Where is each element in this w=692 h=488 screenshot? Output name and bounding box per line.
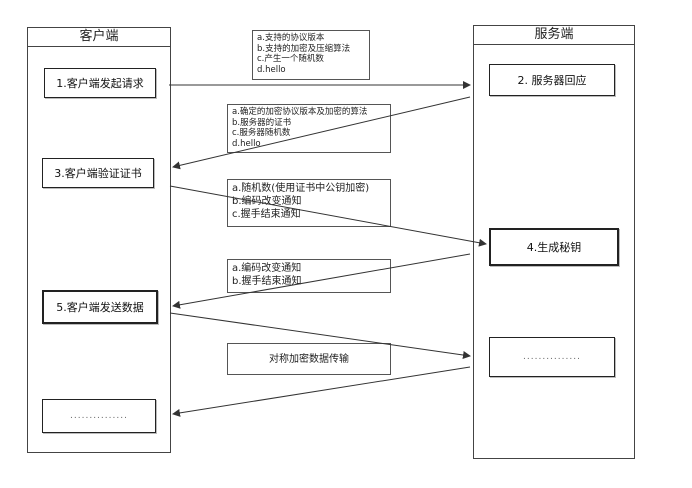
server-finish-note: a.编码改变通知 b.握手结束通知: [227, 259, 391, 293]
server-hello-note: a.确定的加密协议版本及加密的算法 b.服务器的证书 c.服务器随机数 d.he…: [227, 104, 391, 153]
client-step-verify: 3.客户端验证证书: [42, 158, 154, 188]
client-step-send: 5.客户端发送数据: [42, 290, 158, 324]
server-column-title: 服务端: [474, 26, 634, 45]
client-column: 客户端: [27, 27, 171, 453]
client-hello-line: a.支持的协议版本: [257, 33, 325, 43]
key-exchange-line: c.握手结束通知: [232, 209, 301, 220]
client-column-title: 客户端: [28, 28, 170, 47]
client-hello-line: d.hello: [257, 64, 286, 75]
arrow-server-data: [172, 366, 471, 417]
key-exchange-line: b.编码改变通知: [232, 196, 302, 207]
arrow-key-exchange: [169, 185, 487, 247]
server-hello-line: b.服务器的证书: [232, 117, 292, 128]
client-hello-line: b.支持的加密及压缩算法: [257, 43, 351, 54]
key-exchange-line: a.随机数(使用证书中公钥加密): [232, 183, 370, 194]
arrow-server-hello: [172, 96, 471, 170]
server-step-respond: 2. 服务器回应: [489, 64, 615, 96]
arrow-client-data: [169, 312, 471, 359]
client-step-request: 1.客户端发起请求: [44, 68, 156, 98]
server-hello-line: a.确定的加密协议版本及加密的算法: [232, 107, 368, 117]
server-finish-line: a.编码改变通知: [232, 263, 302, 274]
server-hello-line: d.hello: [232, 138, 261, 149]
client-hello-note: a.支持的协议版本 b.支持的加密及压缩算法 c.产生一个随机数 d.hello: [252, 30, 370, 80]
server-step-genkey: 4.生成秘钥: [489, 228, 619, 266]
data-transfer-label: 对称加密数据传输: [269, 353, 349, 365]
server-hello-line: c.服务器随机数: [232, 128, 291, 138]
data-transfer-note: 对称加密数据传输: [227, 343, 391, 375]
client-hello-line: c.产生一个随机数: [257, 54, 324, 64]
key-exchange-note: a.随机数(使用证书中公钥加密) b.编码改变通知 c.握手结束通知: [227, 179, 391, 227]
client-step-more: ...............: [42, 399, 156, 433]
server-step-more: ...............: [489, 337, 615, 377]
server-finish-line: b.握手结束通知: [232, 276, 302, 287]
arrow-server-finish: [172, 253, 471, 309]
